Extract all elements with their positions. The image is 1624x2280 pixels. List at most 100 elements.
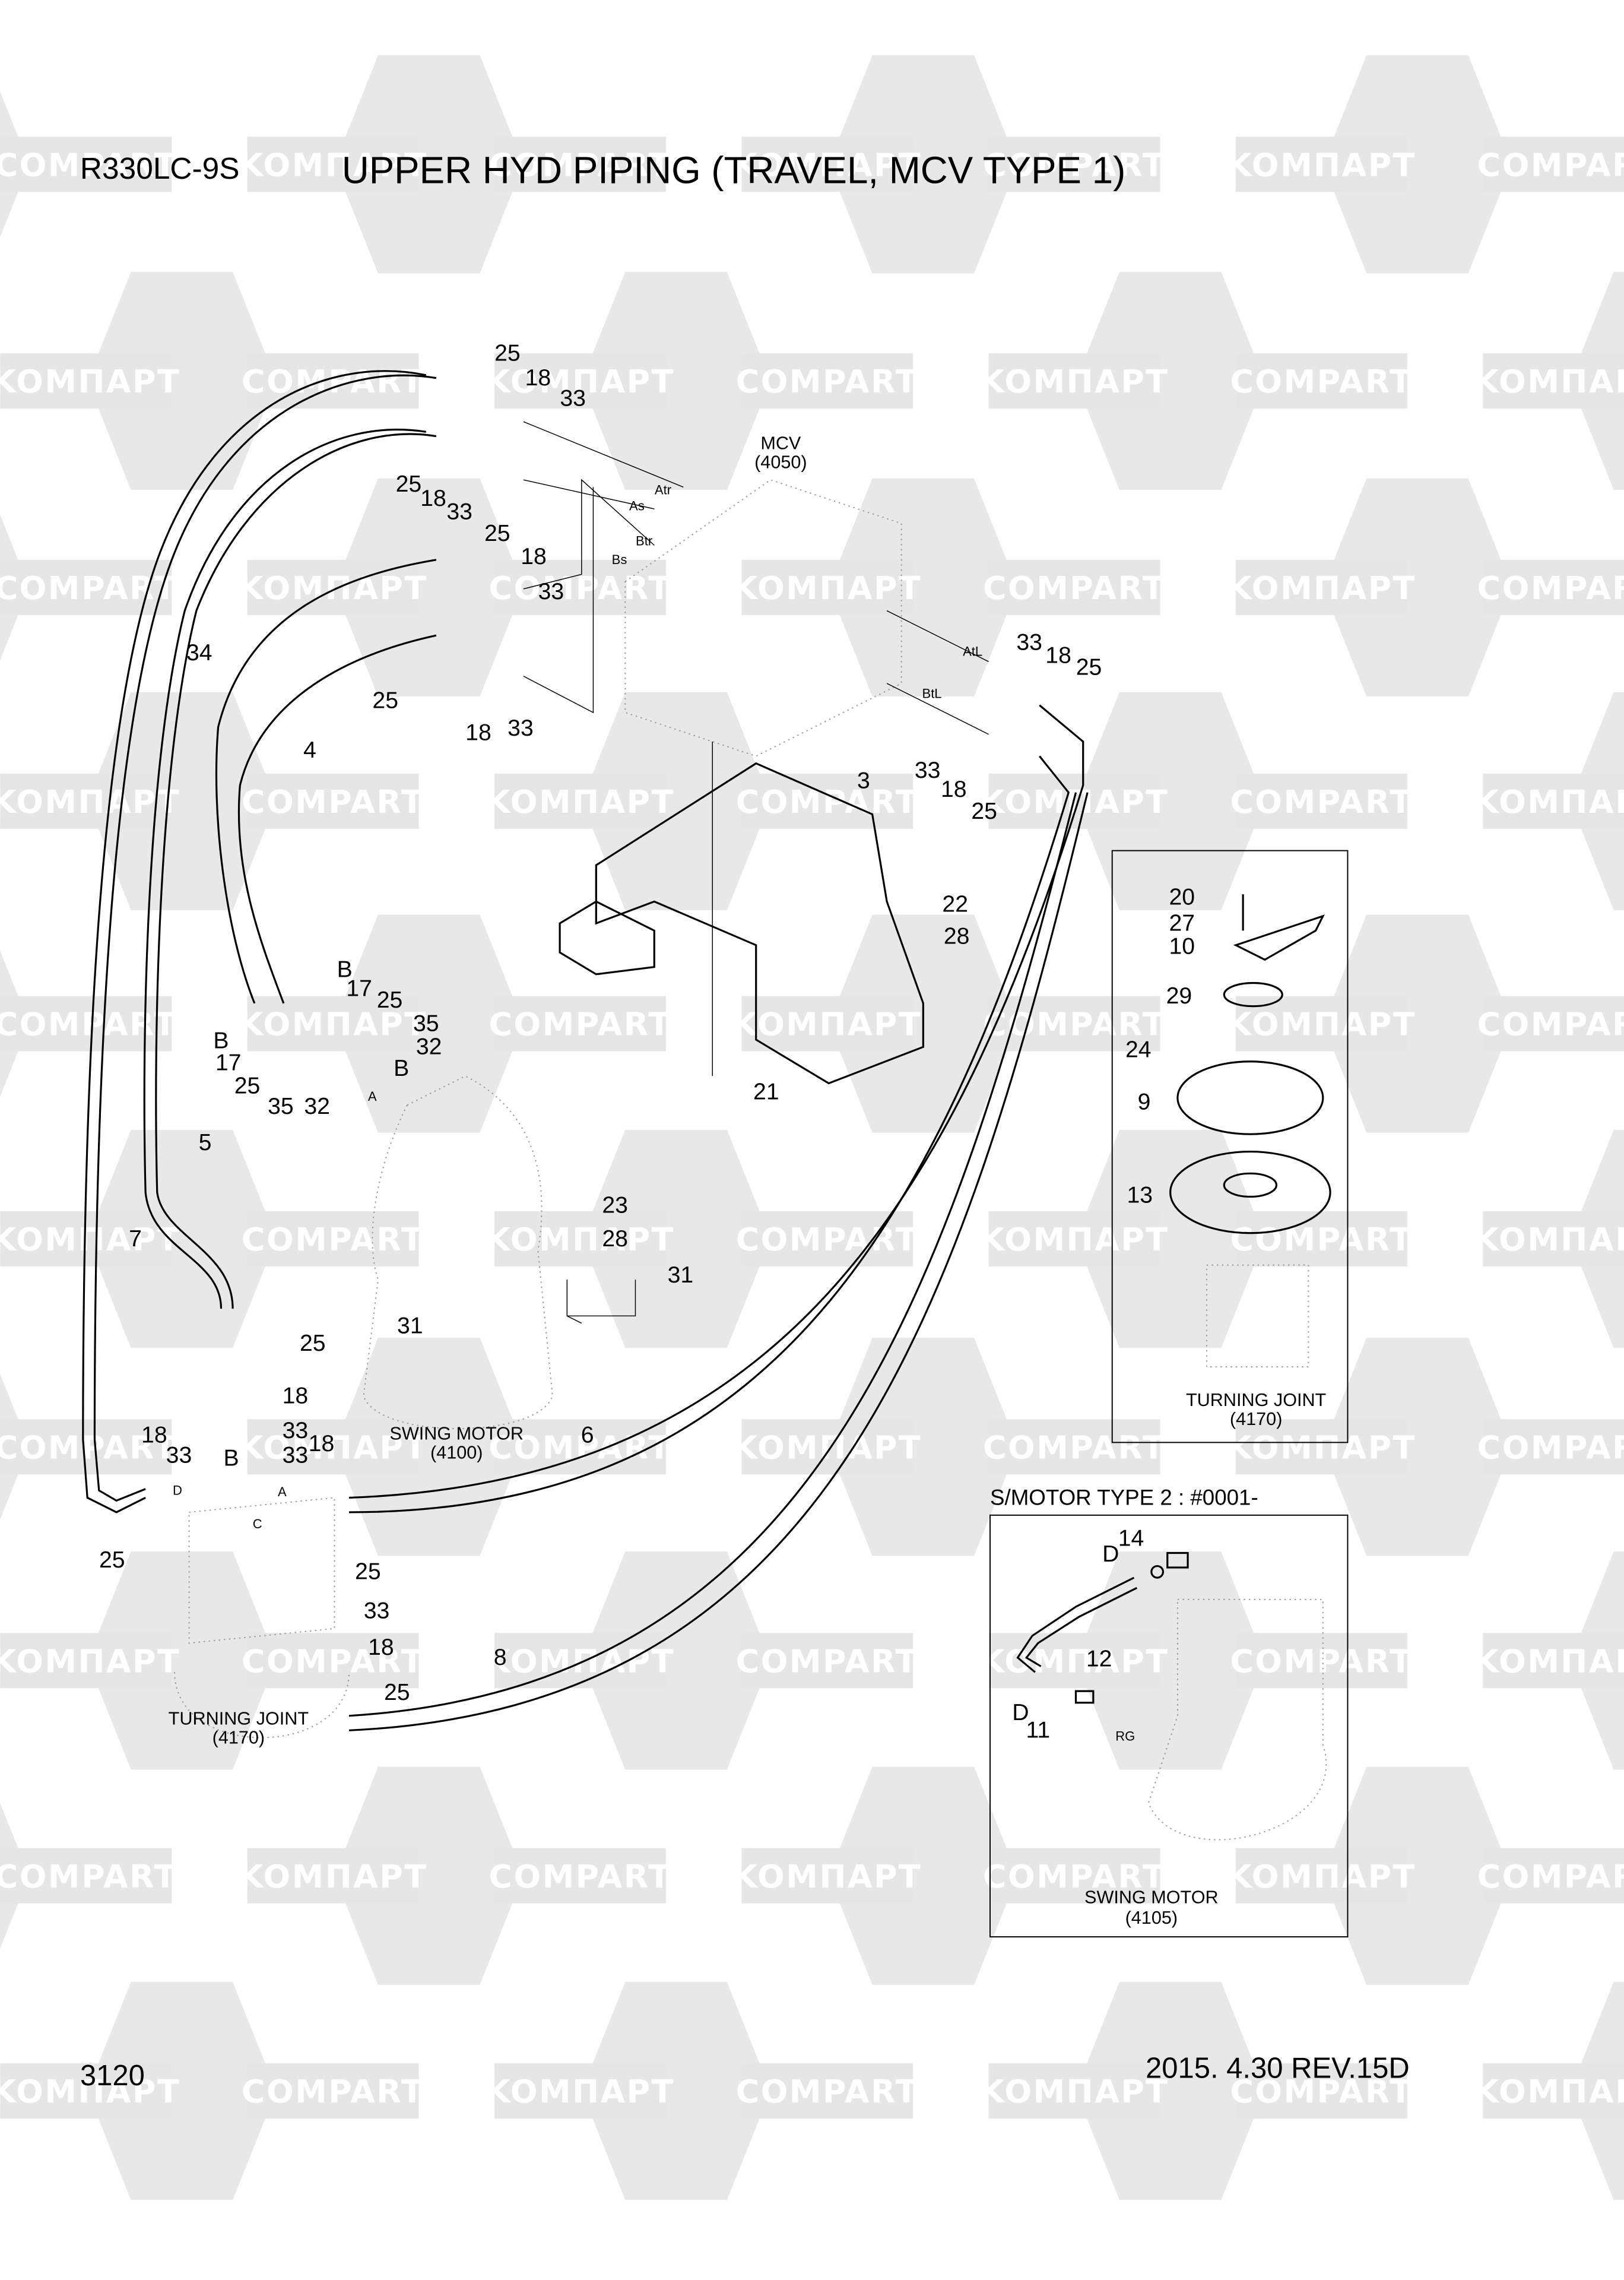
callout-label: 33 [446,499,472,524]
watermark-text: KOMПAPT [980,1221,1169,1258]
callout-label: 18 [941,777,967,802]
drawing-lines [82,370,1089,1738]
watermark-text: COMPART [0,146,177,183]
callout-label: 6 [581,1422,594,1448]
callout-label: 17 [215,1050,242,1075]
swing-motor-type2-callout: D [1102,1541,1119,1567]
watermark-text: COMPART [242,2073,424,2110]
watermark-text: KOMПAPT [732,1429,922,1466]
turning-joint-inset [1111,850,1349,1443]
callout-label: B [224,1446,239,1471]
callout-label: Btr [636,533,652,548]
watermark-text: COMPART [489,146,671,183]
watermark-tile: KOMПAPT COMPART [1227,1338,1624,1556]
watermark-text: KOMПAPT [486,1642,675,1680]
watermark-text: KOMПAPT [1474,1642,1624,1680]
callout-label: 18 [525,365,551,391]
callout-label: 25 [396,471,422,497]
callout-label: 25 [377,987,403,1013]
swing-motor-inset [989,1514,1349,1938]
watermark-text: KOMПAPT [1227,1429,1416,1466]
watermark-text: KOMПAPT [486,2073,675,2110]
watermark-text: KOMПAPT [239,1006,428,1043]
watermark-text: COMPART [489,1429,671,1466]
page-number: 3120 [80,2060,145,2092]
watermark-text: COMPART [1477,1429,1624,1466]
watermark-text: COMPART [736,363,919,400]
watermark-text: COMPART [0,1858,177,1895]
callout-label: 18 [420,486,446,511]
watermark-text: COMPART [1230,1221,1413,1258]
callout-label: MCV [760,433,801,454]
callout-label: 17 [346,976,372,1002]
watermark-text: COMPART [736,1221,919,1258]
watermark-text: COMPART [736,2073,919,2110]
callout-label: Atr [655,483,671,498]
callout-label: 25 [971,799,997,824]
callout-label: 18 [283,1383,309,1408]
swing-motor-type2-callout: 14 [1118,1525,1144,1551]
callout-label: B [213,1028,229,1054]
watermark-text: KOMПAPT [239,146,428,183]
watermark-text: COMPART [1477,146,1624,183]
watermark-text: KOMПAPT [1474,783,1624,821]
callout-label: 35 [268,1094,294,1119]
watermark-text: COMPART [0,1429,177,1466]
callout-label: 32 [304,1094,330,1119]
watermark-text: KOMПAPT [239,1858,428,1895]
watermark-tile: KOMПAPT COMPART [486,1981,919,2200]
turning-joint-callout: (4170) [1230,1409,1282,1429]
watermark-text: COMPART [736,783,919,821]
watermark-text: COMPART [489,569,671,607]
watermark-text: COMPART [242,1221,424,1258]
watermark-text: COMPART [736,1642,919,1680]
watermark-text: COMPART [242,363,424,400]
callout-label: 25 [484,521,510,546]
watermark-text: KOMПAPT [1227,1006,1416,1043]
watermark-text: COMPART [1230,2073,1413,2110]
revision-date: 2015. 4.30 REV.15D [1146,2053,1410,2085]
callout-label: 28 [944,923,970,949]
watermark-text: KOMПAPT [0,1221,180,1258]
watermark-text: KOMПAPT [732,569,922,607]
callout-label: 5 [199,1130,212,1155]
turning-joint-callout: 10 [1169,934,1195,960]
callout-label: A [368,1089,377,1104]
callout-label: 25 [234,1074,261,1099]
watermark-tile: KOMПAPT COMPART [0,1981,424,2200]
turning-joint-callout: 9 [1138,1090,1151,1115]
callout-label: 33 [166,1443,192,1468]
callout-label: 25 [300,1331,326,1356]
callout-label: (4100) [430,1442,483,1462]
callout-label: 18 [1045,643,1071,669]
swing-motor-type2-callout: RG [1115,1728,1135,1743]
callout-label: 25 [1076,654,1102,680]
callout-label: 18 [368,1635,394,1660]
watermark-text: KOMПAPT [0,2073,180,2110]
callout-label: 18 [309,1431,335,1456]
watermark-text: COMPART [0,569,177,607]
watermark-text: KOMПAPT [0,783,180,821]
callout-label: 25 [355,1559,381,1585]
callout-labels: 251833MCV(4050)AtrAsBtrBs251833251833342… [99,340,1326,1928]
turning-joint-callout: 27 [1169,910,1195,936]
callout-label: 8 [494,1645,507,1670]
watermark-text: COMPART [1477,1858,1624,1895]
